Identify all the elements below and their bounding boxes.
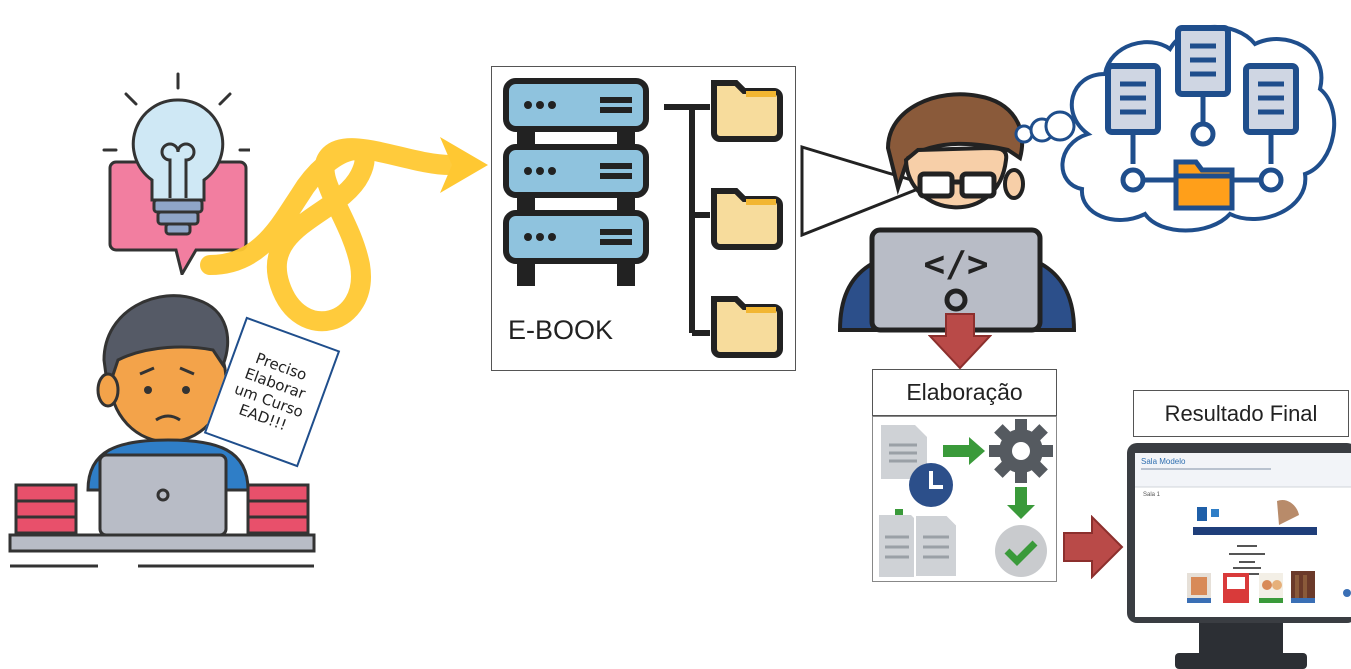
worried-person-icon bbox=[8, 290, 318, 585]
screen-title: Sala Modelo bbox=[1141, 457, 1186, 466]
sight-triangle bbox=[800, 145, 930, 237]
right-arrow-icon bbox=[1062, 515, 1124, 579]
gear-icon bbox=[989, 419, 1053, 483]
resultado-final-label: Resultado Final bbox=[1133, 390, 1349, 437]
ebook-label: E-BOOK bbox=[508, 315, 614, 345]
elaboracao-label: Elaboração bbox=[872, 369, 1057, 416]
folder-icon bbox=[711, 80, 783, 358]
check-icon bbox=[995, 525, 1047, 577]
programmer-icon: </> bbox=[838, 88, 1083, 333]
screen-section-label: Sala 1 bbox=[1143, 492, 1161, 498]
screen-breadcrumb bbox=[1141, 468, 1271, 470]
thought-cloud-icon bbox=[1010, 14, 1345, 239]
down-arrow-icon bbox=[928, 312, 992, 370]
monitor-icon: Sala Modelo Sala 1 bbox=[1127, 443, 1351, 669]
swirl-arrow-icon bbox=[200, 115, 490, 345]
note-text: Preciso Elaborar um Curso EAD!!! bbox=[226, 346, 318, 438]
lightbulb-idea-icon bbox=[100, 70, 250, 275]
process-flow-box bbox=[872, 416, 1057, 582]
ebook-box: E-BOOK bbox=[491, 66, 796, 371]
server-icon bbox=[503, 78, 649, 286]
svg-text:</>: </> bbox=[923, 244, 988, 285]
